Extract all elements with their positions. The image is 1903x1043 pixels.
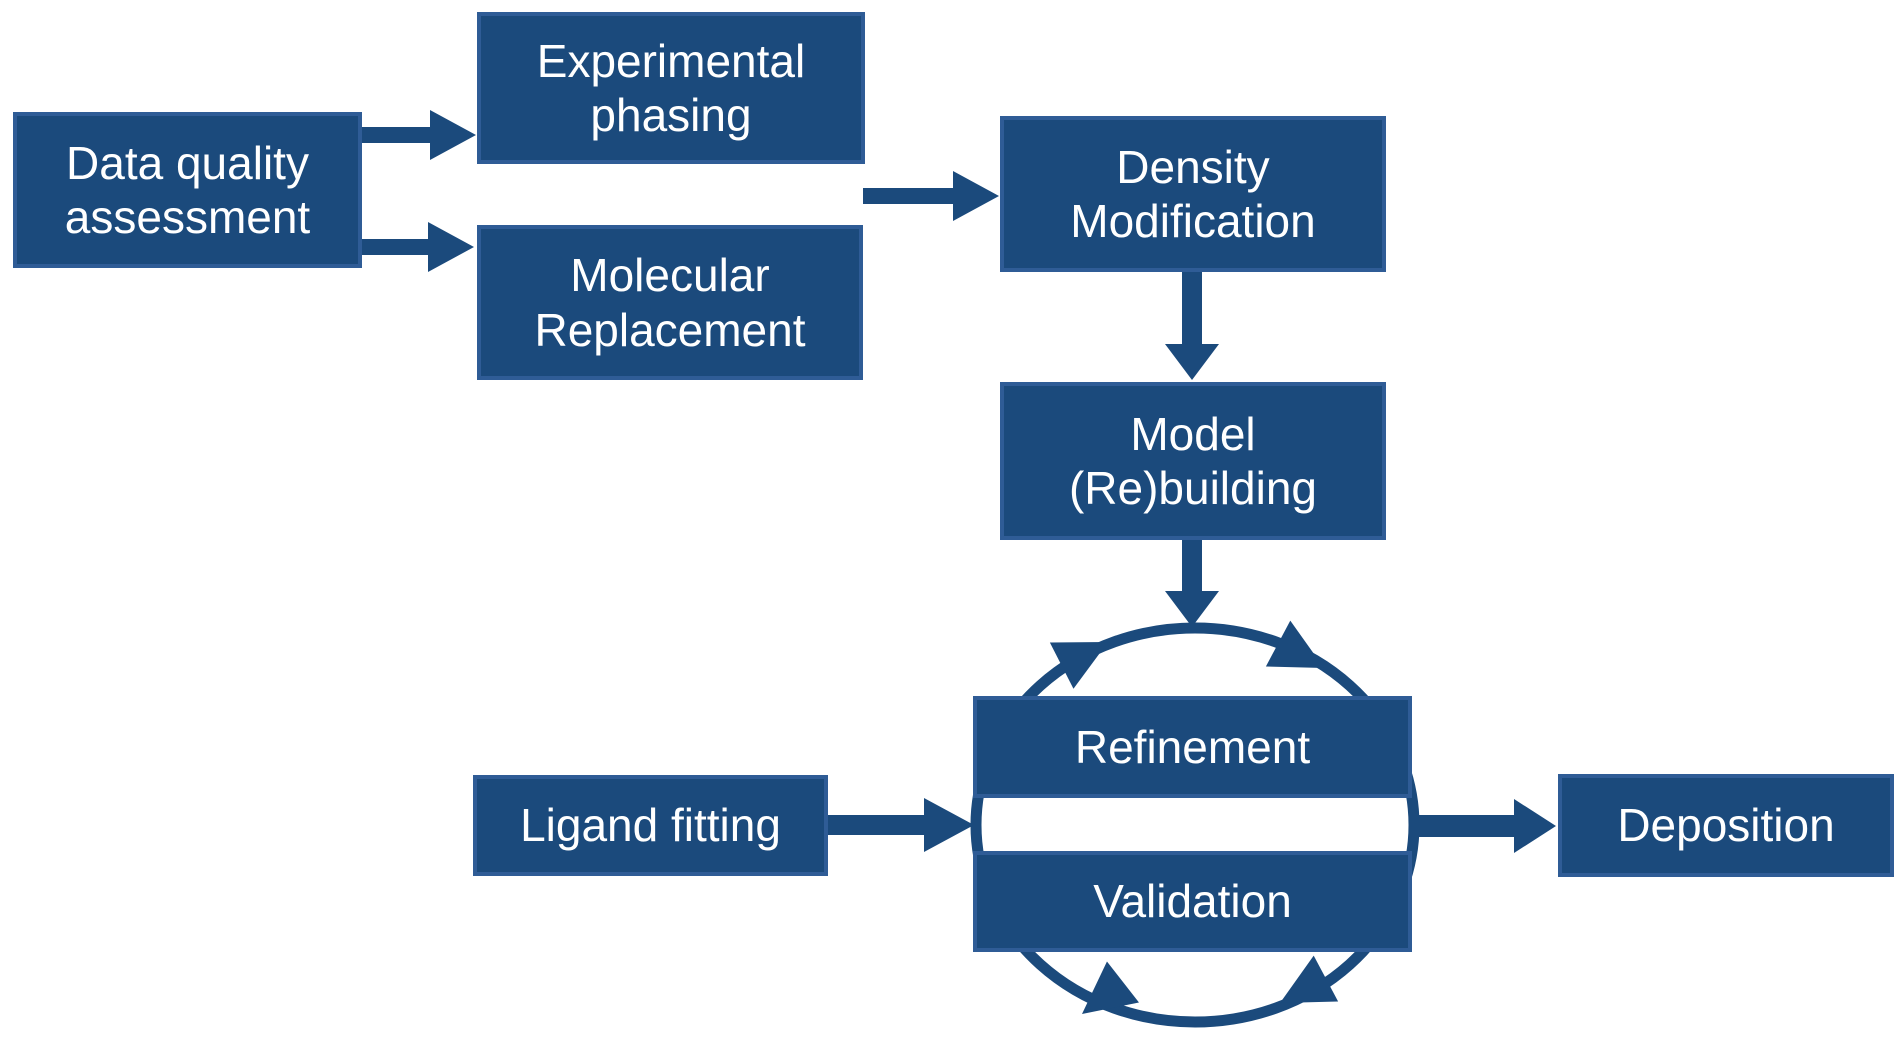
node-density-modification: Density Modification [1000,116,1386,272]
node-refinement: Refinement [973,696,1412,798]
node-deposition: Deposition [1558,774,1894,877]
node-data-quality-assessment: Data quality assessment [13,112,362,268]
cycle-arrowhead-bottom-right-icon [1280,955,1339,1003]
arrow-ligand-to-cycle [828,798,974,852]
arrow-cycle-to-deposition [1413,799,1556,853]
arrow-densitymod-to-model [1165,270,1219,380]
node-model-rebuilding: Model (Re)building [1000,382,1386,540]
arrow-model-to-cycle [1165,538,1219,627]
cycle-ellipse [970,622,1420,1028]
node-ligand-fitting: Ligand fitting [473,775,828,876]
node-experimental-phasing: Experimental phasing [477,12,865,164]
cycle-arrowhead-top-left-icon [1049,642,1108,689]
arrow-phasing-to-densitymod [863,171,999,221]
arrow-dataquality-to-molecular [362,222,474,272]
cycle-arrowhead-bottom-left-icon [1082,961,1139,1014]
cycle-arrowhead-top-right-icon [1265,620,1324,668]
node-molecular-replacement: Molecular Replacement [477,225,863,380]
arrow-dataquality-to-experimental [362,110,476,160]
node-validation: Validation [973,851,1412,952]
